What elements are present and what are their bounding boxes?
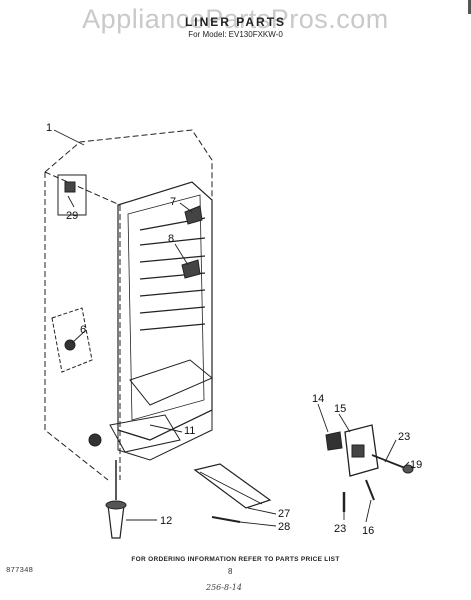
callout-15: 15 [334,403,346,415]
cabinet-outline [44,129,213,481]
screw-28 [211,516,241,523]
screw-16 [365,479,375,501]
callout-8: 8 [168,233,174,245]
callout-1: 1 [46,122,52,134]
model-number: For Model: EV130FXKW-0 [188,30,283,39]
callout-28: 28 [278,521,290,533]
callout-23: 23 [398,431,410,443]
callout-7: 7 [170,196,176,208]
side-bracket [51,307,93,373]
callout-19: 19 [410,459,422,471]
callout-27: 27 [278,508,290,520]
clip-8 [181,259,201,279]
hinge-bracket [57,174,87,216]
drawing-code: 877348 [6,567,34,575]
liner-floor [129,359,213,406]
page-number: 8 [228,567,233,576]
callout-14: 14 [312,393,324,405]
page-corner-mark [468,0,471,14]
channel-27 [193,463,272,509]
drain-tube [107,504,125,539]
watermark: AppliancePartsPros.com [82,4,389,34]
knob-19 [371,454,406,469]
knob-14 [325,431,343,451]
handwritten-date: 256-8-14 [206,583,242,592]
callout-6: 6 [80,324,86,336]
callout-23b: 23 [334,523,346,535]
drain-trough [109,414,181,453]
callout-11: 11 [184,425,195,437]
callout-16: 16 [362,525,374,537]
callout-12: 12 [160,515,172,527]
ordering-footer: FOR ORDERING INFORMATION REFER TO PARTS … [131,556,340,563]
thermostat-housing [344,424,379,477]
callout-29: 29 [66,210,78,222]
diagram-title: LINER PARTS [184,15,287,29]
